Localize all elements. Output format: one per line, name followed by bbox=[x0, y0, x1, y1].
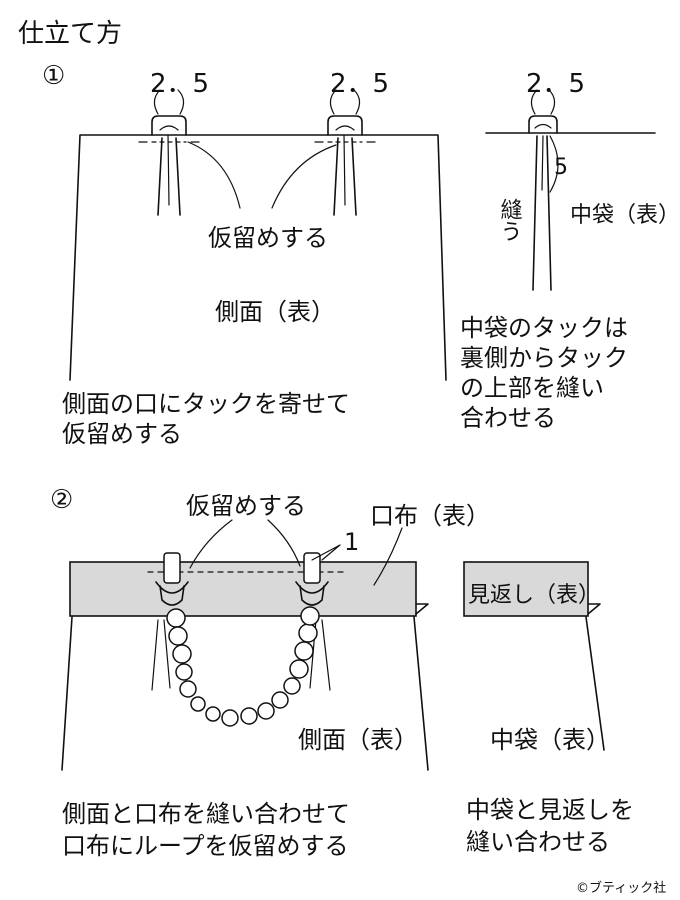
step2-lining-seam-tab bbox=[587, 603, 601, 615]
step2-loop-tab-right bbox=[295, 552, 329, 606]
step2-label-side-panel: 側面（表） bbox=[298, 726, 418, 754]
step1-measure-right: 2．5 bbox=[330, 69, 389, 99]
step1-number: ① bbox=[42, 61, 65, 91]
diagram-title: 仕立て方 bbox=[18, 19, 122, 49]
step2-number: ② bbox=[50, 485, 73, 515]
step1-caption-line2: 仮留めする bbox=[62, 420, 182, 448]
step2-loop-tab-left bbox=[155, 552, 189, 606]
step1-label-sew: 縫う bbox=[497, 198, 523, 242]
step2-inner-note-line2: 縫い合わせる bbox=[466, 828, 610, 856]
step1-label-inner-bag: 中袋（表） bbox=[570, 203, 680, 228]
step2-inner-bag-outline bbox=[585, 616, 605, 751]
step1-inner-bag-tuck bbox=[528, 115, 558, 291]
step1-inner-note-line1: 中袋のタックは bbox=[460, 314, 628, 342]
step1-measure-left: 2．5 bbox=[150, 69, 209, 99]
step2-lining-facing-band bbox=[463, 561, 589, 617]
step1-caption-line1: 側面の口にタックを寄せて bbox=[62, 390, 350, 418]
step2-bead-chain bbox=[166, 606, 320, 727]
step2-label-baste: 仮留めする bbox=[186, 492, 306, 520]
step2-label-inner-bag: 中袋（表） bbox=[490, 726, 610, 754]
step2-facing-band bbox=[69, 561, 417, 617]
step2-tuck-lines bbox=[151, 619, 331, 691]
step1-side-panel-outline bbox=[69, 134, 447, 381]
step1-measure-inner: 2．5 bbox=[526, 69, 585, 99]
step2-side-panel-outline bbox=[61, 616, 429, 771]
copyright-text: ©ブティック社 bbox=[576, 880, 666, 896]
step1-measure-arc-left bbox=[153, 89, 185, 115]
step1-measure-seam: 5 bbox=[554, 155, 568, 180]
step2-leader-baste bbox=[189, 519, 301, 569]
step2-leader-band bbox=[373, 527, 403, 586]
step1-leader-lines bbox=[187, 141, 337, 209]
step2-inner-note-line1: 中袋と見返しを bbox=[466, 796, 634, 824]
step2-caption-line2: 口布にループを仮留めする bbox=[62, 832, 349, 860]
step1-tuck-right bbox=[314, 115, 376, 216]
step1-seam-measure-arc bbox=[549, 135, 559, 193]
step2-band-seam-tab bbox=[415, 603, 429, 615]
step1-tuck-left bbox=[138, 115, 200, 216]
step2-measure-loop: 1 bbox=[344, 528, 359, 556]
step1-label-side-panel: 側面（表） bbox=[215, 298, 335, 326]
step1-inner-note-line2: 裏側からタック bbox=[460, 344, 628, 372]
step2-caption-line1: 側面と口布を縫い合わせて bbox=[62, 800, 350, 828]
step1-measure-arc-right bbox=[329, 89, 361, 115]
step1-label-baste: 仮留めする bbox=[208, 224, 328, 252]
step2-label-lining-facing: 見返し（表） bbox=[468, 583, 600, 608]
step2-label-facing-band: 口布（表） bbox=[370, 502, 490, 530]
step1-inner-note-line3: の上部を縫い bbox=[460, 374, 604, 402]
step1-inner-note-line4: 合わせる bbox=[460, 404, 556, 432]
step2-leader-measure-1 bbox=[311, 544, 341, 561]
step1-inner-measure-arc bbox=[530, 89, 556, 115]
